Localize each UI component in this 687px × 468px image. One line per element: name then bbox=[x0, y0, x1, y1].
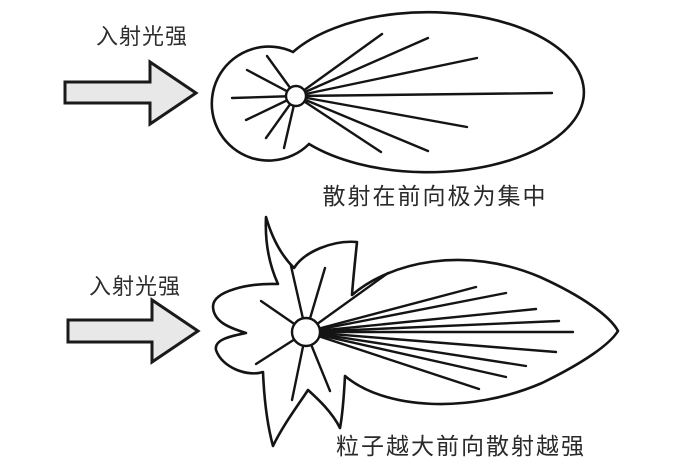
top-caption: 散射在前向极为集中 bbox=[322, 184, 548, 209]
bottom-caption: 粒子越大前向散射越强 bbox=[336, 434, 586, 459]
incident-arrow-icon bbox=[66, 297, 201, 365]
incident-arrow-icon bbox=[63, 59, 199, 127]
top-scatter-rays bbox=[230, 32, 554, 154]
bottom-particle-icon bbox=[290, 316, 322, 348]
incident-light-label-bottom: 入射光强 bbox=[88, 274, 181, 299]
top-particle-icon bbox=[284, 84, 308, 108]
top-scatter-outline bbox=[210, 10, 586, 174]
top-panel-group bbox=[63, 10, 586, 174]
incident-light-label-top: 入射光强 bbox=[95, 24, 188, 49]
bottom-panel-group bbox=[66, 215, 620, 448]
